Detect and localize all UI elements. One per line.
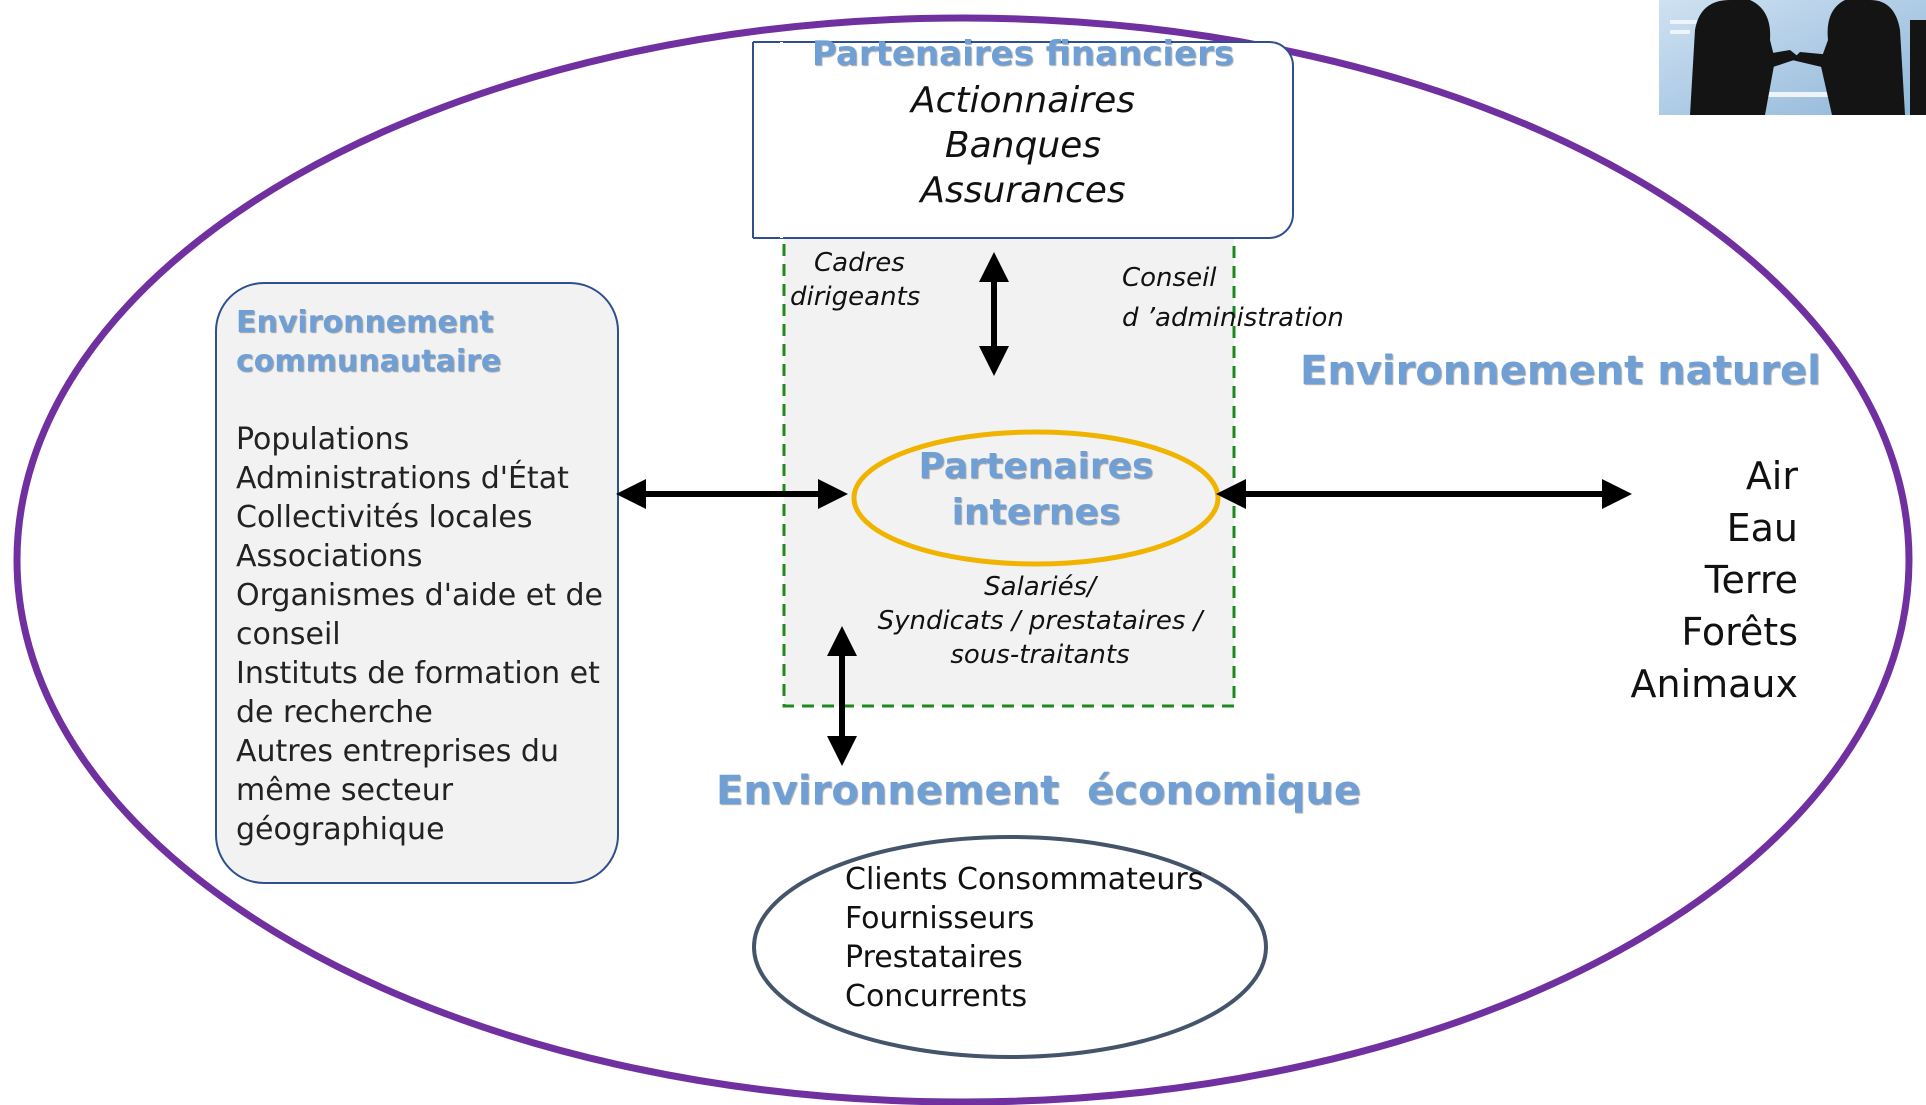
governance-left-line: Cadres	[814, 248, 905, 278]
community-title-line: communautaire	[236, 344, 502, 379]
community-item: même secteur	[236, 773, 454, 808]
natural-list: Air Eau Terre Forêts Animaux	[1560, 450, 1798, 710]
governance-left-label: Cadres dirigeants	[790, 246, 920, 314]
natural-environment-title: Environnement naturel	[1300, 348, 1821, 394]
economic-item: Fournisseurs	[845, 901, 1035, 936]
natural-item: Animaux	[1630, 662, 1798, 706]
economic-environment-ellipse	[752, 835, 1268, 1059]
internal-caption-line: Salariés/	[984, 572, 1096, 602]
natural-item: Terre	[1704, 558, 1798, 602]
community-box	[215, 282, 619, 884]
economic-item: Concurrents	[845, 979, 1028, 1014]
governance-left-line: dirigeants	[790, 282, 921, 312]
community-item: de recherche	[236, 695, 433, 730]
community-item: Administrations d'État	[236, 461, 569, 496]
community-item: Populations	[236, 422, 410, 457]
financial-item: Assurances	[920, 170, 1126, 211]
business-handshake-photo	[1659, 0, 1926, 115]
community-title-line: Environnement	[236, 305, 494, 340]
internal-caption-line: sous-traitants	[950, 640, 1130, 670]
financial-box-square-corners	[753, 42, 783, 238]
internal-caption-line: Syndicats / prestataires /	[877, 606, 1203, 636]
governance-right-label: Conseil d ’administration	[1122, 258, 1344, 338]
natural-item: Forêts	[1681, 610, 1798, 654]
financial-partners-title: Partenaires financiers	[811, 34, 1235, 74]
financial-item: Actionnaires	[911, 80, 1135, 121]
governance-right-line: d ’administration	[1122, 303, 1344, 333]
community-item: Autres entreprises du	[236, 734, 559, 769]
economic-list: Clients Consommateurs Fournisseurs Prest…	[845, 860, 1203, 1016]
economic-item: Prestataires	[845, 940, 1023, 975]
community-title: Environnement communautaire	[236, 303, 501, 381]
community-item: Instituts de formation et	[236, 656, 600, 691]
internal-partners-title: Partenaires internes	[880, 444, 1192, 536]
natural-item: Air	[1745, 454, 1798, 498]
community-item: Collectivités locales	[236, 500, 533, 535]
governance-right-line: Conseil	[1122, 263, 1217, 293]
internal-title-line: Partenaires	[918, 446, 1154, 487]
community-list: Populations Administrations d'État Colle…	[236, 420, 603, 849]
economic-environment-title: Environnement économique	[716, 768, 1362, 814]
internal-title-line: internes	[951, 492, 1121, 533]
internal-partners-caption: Salariés/ Syndicats / prestataires / sou…	[850, 570, 1230, 672]
financial-item: Banques	[944, 125, 1102, 166]
community-item: Associations	[236, 539, 423, 574]
community-item: Organismes d'aide et de	[236, 578, 603, 613]
natural-item: Eau	[1726, 506, 1798, 550]
economic-item: Clients Consommateurs	[845, 862, 1204, 897]
financial-partners-list: Actionnaires Banques Assurances	[753, 78, 1293, 213]
community-item: conseil	[236, 617, 341, 652]
community-item: géographique	[236, 812, 445, 847]
